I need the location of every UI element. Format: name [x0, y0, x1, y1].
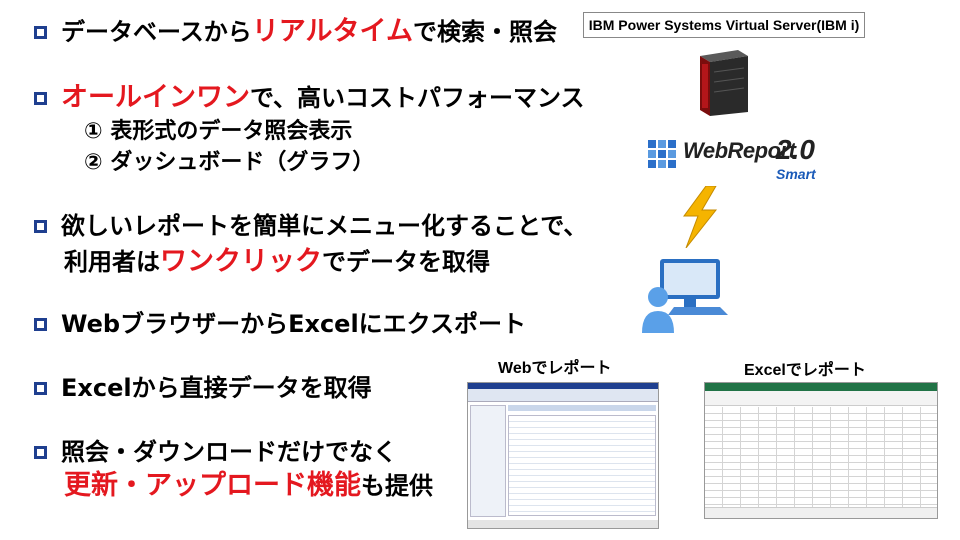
- bullet-text: データベースから: [61, 18, 252, 46]
- bullet-highlight: ワンクリック: [160, 246, 322, 277]
- bullet-text: で検索・照会: [413, 18, 558, 46]
- square-bullet-icon: [34, 382, 47, 395]
- webreport-logo-icon: [648, 140, 676, 168]
- excel-report-screenshot: [704, 382, 938, 519]
- bullet-all-in-one: オールインワンで、高いコストパフォーマンス: [34, 82, 585, 114]
- bullet-highlight: リアルタイム: [251, 16, 414, 47]
- bullet-text: Excelにエクスポート: [288, 310, 526, 338]
- user-computer-icon: [642, 259, 728, 333]
- square-bullet-icon: [34, 26, 47, 39]
- server-label: IBM Power Systems Virtual Server(IBM i): [583, 12, 865, 38]
- caption-web: Webでレポート: [498, 360, 612, 377]
- bullet-excel-export: WebブラウザーからExcelにエクスポート: [34, 308, 526, 340]
- bullet-text: 照会・ダウンロードだけでなく: [61, 438, 397, 466]
- bullet-text: で、高いコストパフォーマンス: [250, 84, 585, 112]
- lightning-icon: [683, 186, 718, 248]
- logo-tagline: Smart: [776, 166, 816, 182]
- sub-item-table-view: ① 表形式のデータ照会表示: [84, 117, 352, 147]
- sub-item-dashboard: ② ダッシュボード（グラフ）: [84, 148, 374, 178]
- bullet-highlight: 更新・アップロード機能: [64, 470, 361, 501]
- bullet-menu-continuation: 利用者はワンクリックでデータを取得: [64, 246, 490, 278]
- sub-item-number: ②: [84, 150, 103, 175]
- bullet-text: 欲しいレポートを簡単にメニュー化することで、: [61, 212, 588, 240]
- web-report-screenshot: [467, 382, 659, 529]
- square-bullet-icon: [34, 446, 47, 459]
- sub-item-text: 表形式のデータ照会表示: [110, 119, 353, 144]
- bullet-text: も提供: [361, 472, 433, 500]
- sub-item-text: ダッシュボード（グラフ）: [110, 150, 375, 175]
- bullet-highlight: オールインワン: [61, 82, 250, 113]
- bullet-text: 利用者は: [64, 248, 160, 276]
- bullet-upload: 照会・ダウンロードだけでなく: [34, 436, 397, 468]
- server-icon: [700, 50, 748, 116]
- bullet-excel-direct: Excelから直接データを取得: [34, 372, 372, 404]
- bullet-menu: 欲しいレポートを簡単にメニュー化することで、: [34, 210, 587, 242]
- bullet-text: でデータを取得: [322, 248, 490, 276]
- logo-version: 2.0: [776, 134, 815, 165]
- bullet-text: Webブラウザーから: [61, 310, 289, 338]
- square-bullet-icon: [34, 220, 47, 233]
- logo-name: WebReport: [683, 138, 796, 163]
- caption-excel: Excelでレポート: [744, 362, 866, 379]
- bullet-upload-continuation: 更新・アップロード機能も提供: [64, 470, 433, 502]
- square-bullet-icon: [34, 92, 47, 105]
- square-bullet-icon: [34, 318, 47, 331]
- bullet-text: Excelから直接データを取得: [61, 374, 372, 402]
- bullet-realtime: データベースからリアルタイムで検索・照会: [34, 16, 557, 48]
- sub-item-number: ①: [84, 119, 103, 144]
